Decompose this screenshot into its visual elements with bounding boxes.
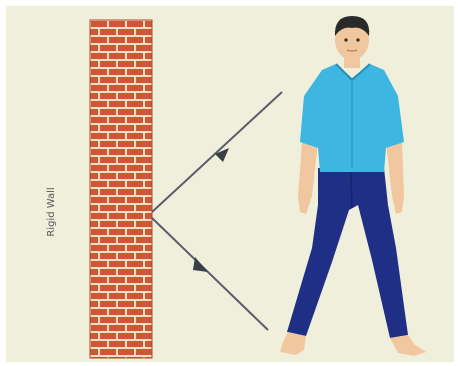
- reflected-arrowhead: [193, 257, 208, 272]
- right-arm: [386, 142, 404, 214]
- rigid-wall: [90, 20, 152, 358]
- reflected-ray: [152, 218, 268, 330]
- listener-person: [280, 16, 426, 356]
- left-arm: [298, 142, 318, 214]
- left-foot: [280, 332, 306, 355]
- incident-arrowhead: [215, 148, 229, 162]
- incident-ray: [152, 92, 282, 212]
- right-foot: [390, 335, 426, 356]
- wall-label: Rigid Wall: [45, 167, 59, 257]
